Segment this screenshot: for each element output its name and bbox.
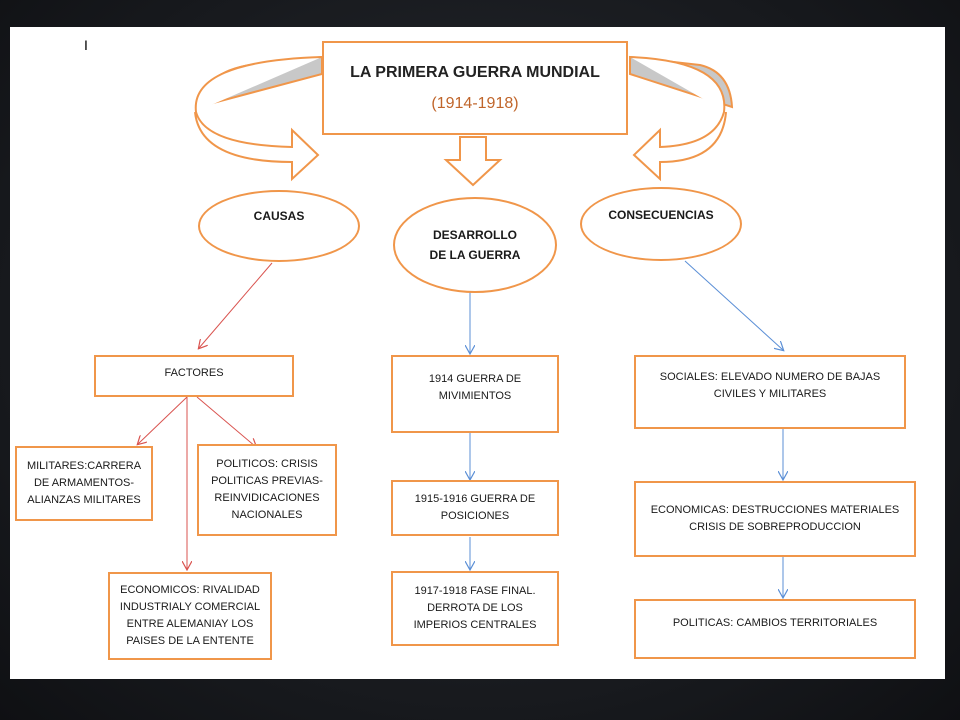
box-fase1: 1914 GUERRA DE MIVIMIENTOS [391, 355, 559, 433]
box-factores: FACTORES [94, 355, 294, 397]
connectors-layer [10, 55, 945, 679]
economicas-label: ECONOMICAS: DESTRUCCIONES MATERIALES CRI… [650, 504, 900, 533]
diagram-canvas: I LA PRIMERA GUERRA MUNDIAL (1914-1918) … [10, 27, 945, 679]
arrow-factores-politicos [196, 396, 256, 447]
sociales-label: SOCIALES: ELEVADO NUMERO DE BAJAS CIVILE… [659, 371, 881, 400]
text-cursor: I [84, 37, 88, 53]
title-box: LA PRIMERA GUERRA MUNDIAL (1914-1918) [322, 41, 628, 135]
oval-causas-label: CAUSAS [253, 209, 305, 223]
box-fase3: 1917-1918 FASE FINAL. DERROTA DE LOS IMP… [391, 571, 559, 646]
box-economicos: ECONOMICOS: RIVALIDAD INDUSTRIALY COMERC… [108, 572, 272, 660]
oval-causas: CAUSAS [198, 190, 360, 262]
militares-label: MILITARES:CARRERA DE ARMAMENTOS- ALIANZA… [26, 460, 142, 506]
center-down-arrow [443, 136, 503, 187]
diagram-years: (1914-1918) [431, 95, 519, 112]
box-sociales: SOCIALES: ELEVADO NUMERO DE BAJAS CIVILE… [634, 355, 906, 429]
oval-desarrollo: DESARROLLO DE LA GUERRA [393, 197, 557, 293]
politicas-label: POLITICAS: CAMBIOS TERRITORIALES [672, 617, 878, 629]
box-economicas: ECONOMICAS: DESTRUCCIONES MATERIALES CRI… [634, 481, 916, 557]
box-politicas: POLITICAS: CAMBIOS TERRITORIALES [634, 599, 916, 659]
box-fase2: 1915-1916 GUERRA DE POSICIONES [391, 480, 559, 536]
politicos-label: POLITICOS: CRISIS POLITICAS PREVIAS- REI… [211, 458, 323, 521]
box-militares: MILITARES:CARRERA DE ARMAMENTOS- ALIANZA… [15, 446, 153, 521]
arrow-consecuencias-sociales [684, 260, 783, 350]
economicos-label: ECONOMICOS: RIVALIDAD INDUSTRIALY COMERC… [119, 584, 261, 647]
box-politicos: POLITICOS: CRISIS POLITICAS PREVIAS- REI… [197, 444, 337, 536]
fase3-label: 1917-1918 FASE FINAL. DERROTA DE LOS IMP… [413, 585, 537, 631]
oval-desarrollo-label: DESARROLLO DE LA GUERRA [429, 228, 521, 262]
right-curved-arrow [629, 55, 734, 182]
arrow-causas-factores [199, 262, 273, 348]
oval-consecuencias: CONSECUENCIAS [580, 187, 742, 261]
oval-consecuencias-label: CONSECUENCIAS [608, 208, 714, 222]
left-curved-arrow [194, 55, 323, 182]
factores-label: FACTORES [164, 367, 224, 379]
fase1-label: 1914 GUERRA DE MIVIMIENTOS [428, 373, 522, 402]
arrow-factores-militares [138, 396, 188, 444]
diagram-title: LA PRIMERA GUERRA MUNDIAL [350, 64, 600, 81]
fase2-label: 1915-1916 GUERRA DE POSICIONES [414, 493, 536, 522]
